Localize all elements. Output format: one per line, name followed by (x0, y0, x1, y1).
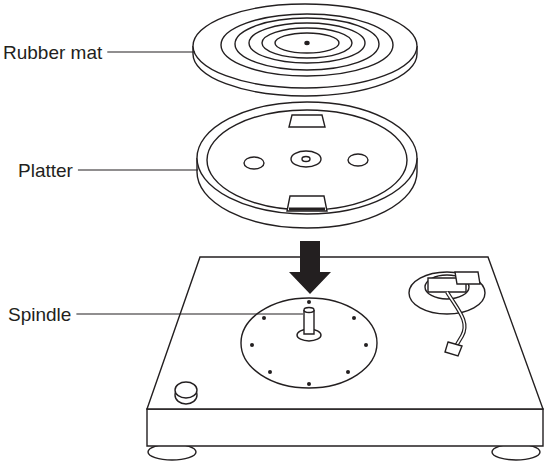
leader-line (78, 169, 198, 170)
mat-ring (262, 28, 352, 58)
tonearm-inner (447, 292, 465, 346)
bearing-plate (241, 298, 377, 388)
platter-top (197, 102, 417, 214)
mat-ring (249, 23, 365, 63)
tonearm (447, 292, 465, 346)
mat-top (193, 4, 417, 88)
part-label: Spindle (8, 305, 71, 324)
mat-ring (235, 18, 379, 70)
platter-tab (287, 196, 327, 211)
tonearm-counterweight (455, 272, 480, 284)
platter-hole (244, 157, 264, 169)
headshell (445, 342, 462, 356)
part-label: Platter (18, 161, 73, 180)
assembly-arrow (289, 241, 331, 294)
platter-center-hole (302, 157, 310, 162)
base-top (147, 257, 543, 409)
platter-tab (289, 115, 325, 127)
base-front (147, 409, 543, 446)
mat-hole (305, 42, 309, 45)
knob-top (175, 382, 197, 398)
platter-hole (348, 154, 368, 166)
part-label: Rubber mat (3, 43, 102, 62)
spindle-top (304, 308, 314, 313)
mat-ring (275, 33, 339, 53)
spindle (304, 310, 314, 334)
leader-line (76, 313, 303, 314)
platter-tab-edge (289, 208, 325, 211)
platter-hub (291, 151, 321, 167)
plate-screws (250, 300, 368, 386)
platter-rim (207, 110, 407, 210)
mat-ring (221, 14, 393, 76)
leader-line (107, 51, 195, 52)
